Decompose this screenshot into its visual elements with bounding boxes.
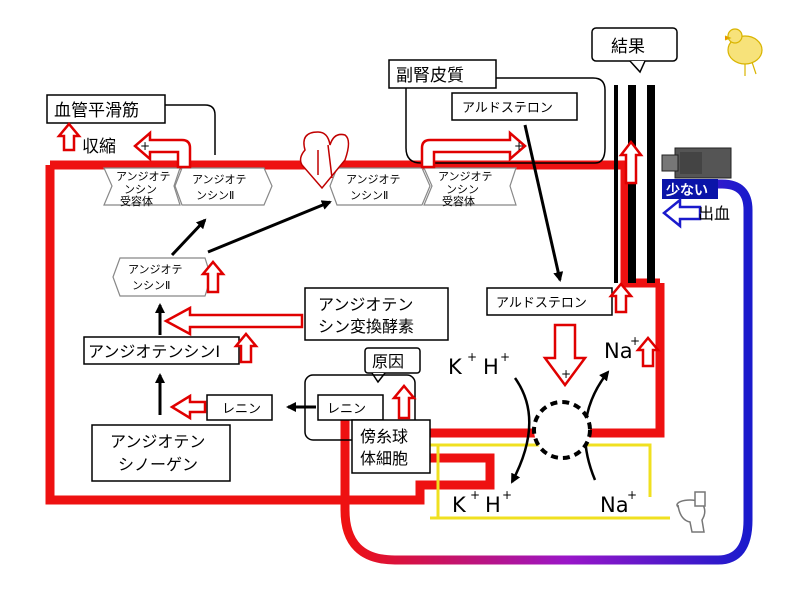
h-bottom-plus: + xyxy=(502,488,512,502)
receptor-right-l3: 受容体 xyxy=(442,194,475,208)
aldosterone-mid-box xyxy=(486,287,613,316)
aldosterone-up-arrow xyxy=(608,282,634,314)
cortex-label: 副腎皮質 xyxy=(396,66,464,86)
ace-label-l1: アンジオテン xyxy=(318,295,413,314)
plus-contraction: + xyxy=(140,139,150,153)
aldosterone-down-arrow xyxy=(542,323,588,388)
angiotensin1-label: アンジオテンシンⅠ xyxy=(88,342,220,361)
receptor-right xyxy=(423,167,517,206)
na-top-plus: + xyxy=(630,334,640,348)
ang2-hex-l1: アンジオテ xyxy=(128,263,183,276)
ace-box xyxy=(304,287,449,341)
contraction-arrow xyxy=(133,130,192,169)
na-bottom-plus: + xyxy=(627,488,637,502)
receptor-left-l2: ンシン xyxy=(124,183,157,196)
few-label: 少ない xyxy=(665,182,708,199)
arrow-ang2-to-left xyxy=(170,218,207,257)
smooth-muscle-box xyxy=(46,94,166,124)
result-up-arrow xyxy=(618,139,644,185)
ang1-up-arrow xyxy=(233,332,259,364)
heart-icon xyxy=(299,131,350,190)
ang2-mid-l1: アンジオテ xyxy=(346,173,401,186)
ang2-up-arrow xyxy=(200,260,226,294)
camera-icon xyxy=(661,147,732,179)
up-arrow-contraction xyxy=(56,122,82,152)
ang2-left-l2: ンシンⅡ xyxy=(196,189,234,202)
angiotensinogen-box xyxy=(91,424,231,482)
renin-right-label: レニン xyxy=(327,402,366,417)
bleeding-arrow xyxy=(662,197,702,229)
h-bottom: H xyxy=(485,493,501,517)
angiotensin1-box xyxy=(83,336,240,365)
urine-tube xyxy=(430,443,670,520)
jg-label-l2: 体細胞 xyxy=(360,449,408,468)
cortex-arrow xyxy=(420,130,527,169)
ace-arrow xyxy=(163,305,304,337)
receptor-right-l1: アンジオテ xyxy=(438,170,493,183)
renin-up-arrow xyxy=(391,384,417,420)
renin-arrow xyxy=(169,393,207,421)
plus-cortex: + xyxy=(514,139,524,153)
na-up-arrow xyxy=(635,336,661,368)
receptor-left-l1: アンジオテ xyxy=(116,170,171,183)
contraction-label: 収縮 xyxy=(82,137,116,157)
angiotensin2-hex xyxy=(112,257,212,297)
renin-left-box xyxy=(206,394,273,421)
k-top: K xyxy=(448,355,463,379)
ace-label-l2: シン変換酵素 xyxy=(318,317,414,336)
bleeding-label: 出血 xyxy=(698,204,730,223)
adrenal-cortex-box xyxy=(388,59,497,89)
arrow-aldosterone xyxy=(523,124,564,282)
ang2-mid-l2: ンシンⅡ xyxy=(350,189,388,202)
cause-label: 原因 xyxy=(372,352,404,371)
pump-circle xyxy=(532,400,592,460)
aldosterone-top-box xyxy=(451,92,578,121)
h-top: H xyxy=(483,355,499,379)
result-label: 結果 xyxy=(611,37,645,57)
h-top-plus: + xyxy=(500,350,510,364)
few-badge xyxy=(662,179,718,199)
renin-left-label: レニン xyxy=(222,402,261,417)
receptor-left-l3: 受容体 xyxy=(120,194,153,208)
ang2-left-l1: アンジオテ xyxy=(192,173,247,186)
blood-vessel-loop xyxy=(45,160,753,565)
k-bottom-plus: + xyxy=(470,488,480,502)
aldosterone-mid-label: アルドステロン xyxy=(496,296,587,311)
angiotensin2-left xyxy=(174,167,273,206)
jg-cells-box xyxy=(351,419,431,474)
plus-aldosterone: + xyxy=(561,367,571,381)
aldosterone-top-label: アルドステロン xyxy=(462,101,553,116)
k-top-plus: + xyxy=(467,350,477,364)
arrow-ang2-to-mid xyxy=(207,200,332,254)
angiotensinogen-l1: アンジオテン xyxy=(110,432,205,451)
smooth-muscle-label: 血管平滑筋 xyxy=(54,101,139,121)
na-top: Na xyxy=(604,339,633,363)
toilet-icon xyxy=(676,491,706,533)
receptor-right-l2: ンシン xyxy=(446,183,479,196)
arrow-kh-out xyxy=(510,377,531,484)
na-bottom: Na xyxy=(600,493,629,517)
angiotensinogen-l2: シノーゲン xyxy=(118,455,198,474)
ang2-hex-l2: ンシンⅡ xyxy=(132,279,170,292)
renin-right-box xyxy=(317,394,384,421)
k-bottom: K xyxy=(452,493,467,517)
jg-label-l1: 傍糸球 xyxy=(360,427,408,446)
chick-icon xyxy=(724,28,763,76)
cause-box xyxy=(364,347,421,374)
